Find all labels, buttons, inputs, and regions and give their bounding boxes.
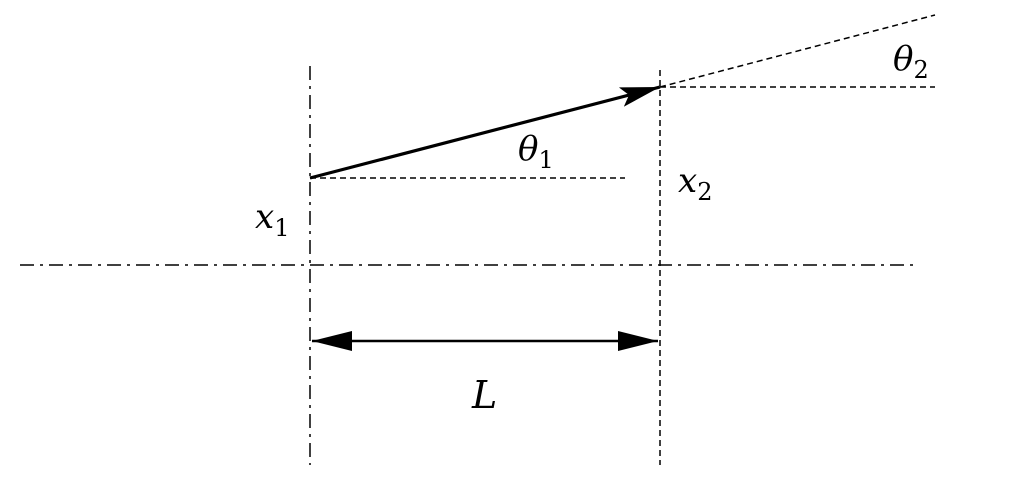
label-x1: x1	[255, 197, 289, 242]
ray-arrow	[309, 85, 661, 180]
label-theta2: θ2	[893, 39, 929, 84]
label-x2: x2	[678, 161, 712, 206]
outgoing-ray-extension	[659, 14, 936, 88]
label-theta1: θ1	[518, 129, 554, 174]
label-length: L	[471, 373, 497, 417]
